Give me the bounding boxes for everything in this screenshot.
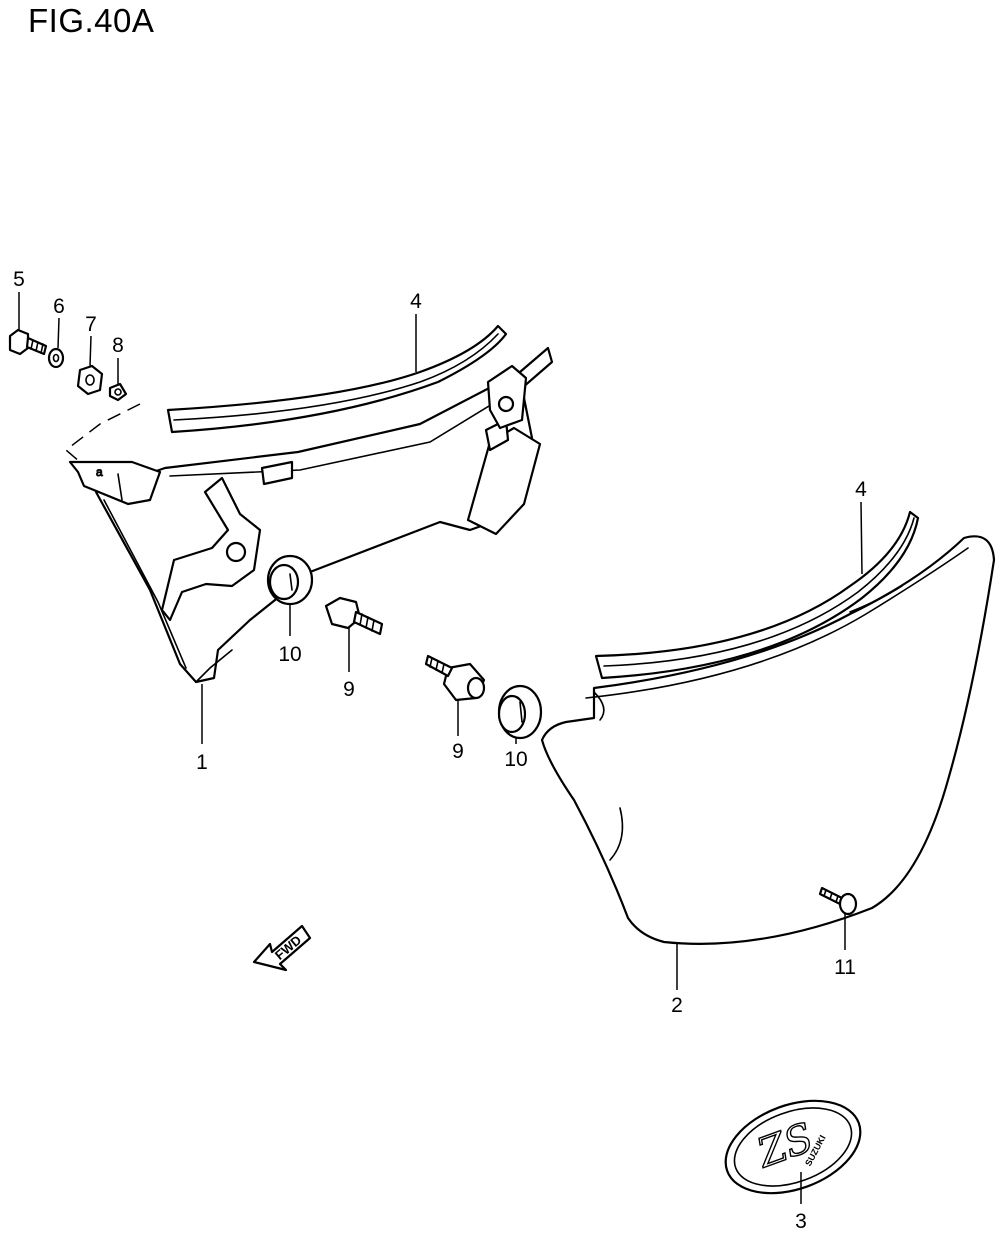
callout-4-upper: 4 — [410, 290, 422, 313]
part-5-bolt — [8, 328, 48, 356]
part-9-bolt-right — [424, 654, 486, 702]
figure-title: FIG.40A — [28, 2, 155, 39]
part-8-collar — [108, 382, 128, 402]
callout-1: 1 — [196, 751, 208, 774]
callout-9-left: 9 — [343, 678, 355, 701]
callout-6: 6 — [53, 295, 65, 318]
callout-11: 11 — [834, 956, 856, 979]
callout-3: 3 — [795, 1210, 807, 1233]
part-3-emblem: ZS SUZUKI — [724, 1099, 862, 1195]
callout-numbers: 5 6 7 8 4 4 10 9 1 9 10 11 2 3 — [13, 268, 867, 1233]
callout-4-lower: 4 — [855, 478, 867, 501]
part-10-grommet-left — [266, 554, 314, 606]
part-4-trim-strip-upper — [166, 324, 508, 434]
callout-5: 5 — [13, 268, 25, 291]
callout-2: 2 — [671, 994, 683, 1017]
part-6-washer — [47, 347, 65, 369]
assembly-dashed-line — [64, 403, 141, 463]
part-1-left-frame-cover: a — [68, 346, 554, 684]
part-2-right-side-cover — [540, 535, 996, 945]
leader-lines — [18, 292, 863, 1204]
callout-8: 8 — [112, 334, 124, 357]
callout-7: 7 — [85, 313, 97, 336]
callout-10-left: 10 — [278, 643, 301, 666]
part-11-screw — [818, 886, 858, 916]
part-4-trim-strip-lower — [594, 510, 920, 680]
callout-9-right: 9 — [452, 740, 464, 763]
callout-10-right: 10 — [504, 748, 527, 771]
fwd-direction-arrow: FWD — [252, 924, 312, 972]
svg-text:a: a — [96, 465, 103, 479]
part-9-bolt-left — [324, 596, 384, 636]
part-10-grommet-right — [497, 684, 543, 740]
part-7-nut — [76, 364, 104, 396]
